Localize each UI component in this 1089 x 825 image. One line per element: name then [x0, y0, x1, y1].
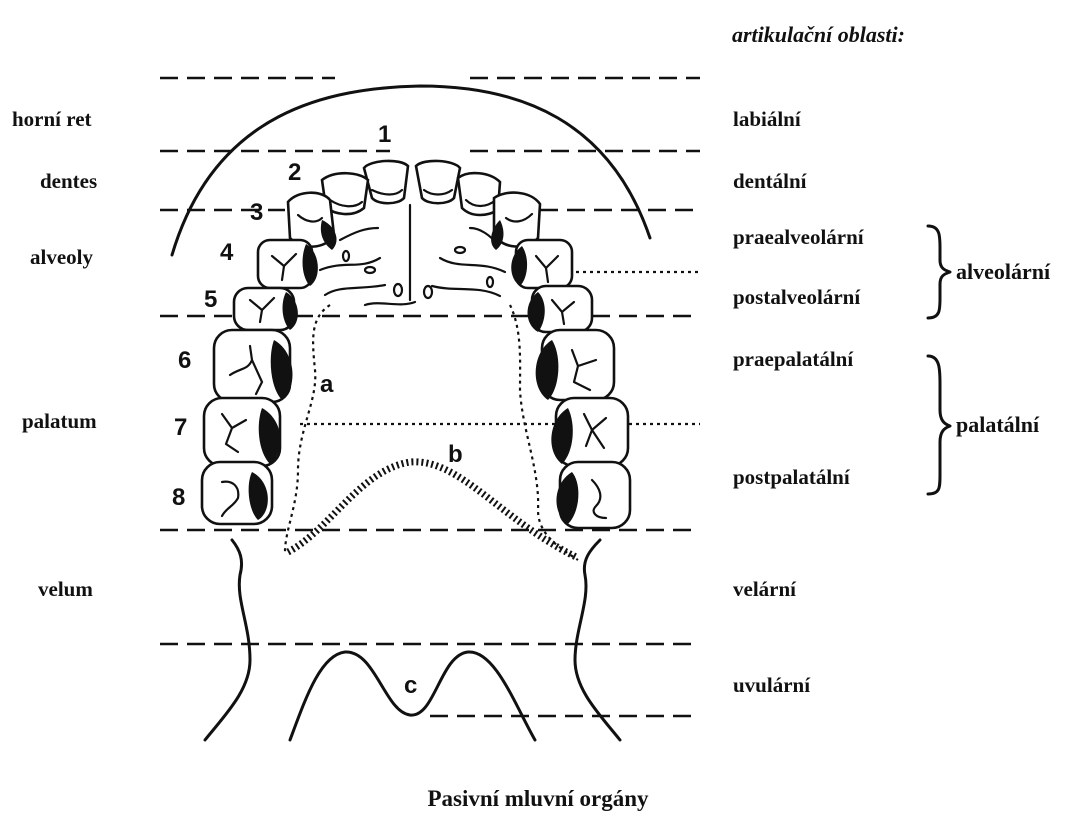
label-labial: labiální: [733, 107, 802, 131]
left-anatomy-labels: horní ret dentes alveoly palatum velum: [12, 107, 97, 601]
tooth-number-8: 8: [172, 484, 185, 511]
tooth-numbers: 1 2 3 4 5 6 7 8: [172, 121, 391, 511]
tooth-number-7: 7: [174, 414, 187, 441]
upper-lip-outline: [170, 84, 652, 257]
region-letter-a: a: [320, 371, 334, 398]
label-teeth: dentes: [40, 169, 97, 193]
label-alveoli: alveoly: [30, 245, 93, 269]
label-velar: velární: [733, 577, 797, 601]
label-prealveolar: praealveolární: [733, 225, 865, 249]
brace-palatal: [926, 354, 952, 496]
palate-right-outline: [573, 538, 622, 742]
right-articulation-labels: labiální dentální praealveolární postalv…: [733, 107, 865, 697]
tooth-number-6: 6: [178, 347, 191, 374]
label-postalveolar: postalveolární: [733, 285, 861, 309]
label-prepalatal: praepalatální: [733, 347, 854, 371]
diagram-title: Pasivní mluvní orgány: [427, 786, 649, 811]
teeth-left: [200, 159, 410, 526]
tooth-left-1: [362, 159, 410, 205]
tooth-number-1: 1: [378, 121, 391, 148]
tooth-right-1: [414, 159, 462, 205]
region-letter-b: b: [448, 441, 463, 468]
tooth-number-4: 4: [220, 239, 234, 266]
label-palatal-group: palatální: [956, 412, 1040, 437]
gum-line-right: [509, 304, 579, 561]
label-dental: dentální: [733, 169, 808, 193]
tooth-number-3: 3: [250, 199, 263, 226]
tooth-left-2: [320, 171, 370, 216]
gum-line-left: [283, 304, 331, 553]
palate-left-outline: [203, 538, 252, 742]
label-alveolar-group: alveolární: [956, 259, 1051, 284]
region-letter-c: c: [404, 672, 417, 699]
label-upper-lip: horní ret: [12, 107, 92, 131]
brace-alveolar: [926, 224, 952, 320]
uvula-outline: [288, 650, 537, 742]
incisive-bone-region: [318, 203, 507, 307]
label-velum: velum: [38, 577, 93, 601]
label-uvular: uvulární: [733, 673, 811, 697]
label-palate: palatum: [22, 409, 97, 433]
hard-palate-boundary: [286, 458, 580, 562]
tooth-number-5: 5: [204, 286, 217, 313]
tooth-number-2: 2: [288, 159, 301, 186]
articulation-areas-header: artikulační oblasti:: [732, 22, 905, 47]
label-postpalatal: postpalatální: [733, 465, 851, 489]
teeth-right: [414, 159, 632, 530]
